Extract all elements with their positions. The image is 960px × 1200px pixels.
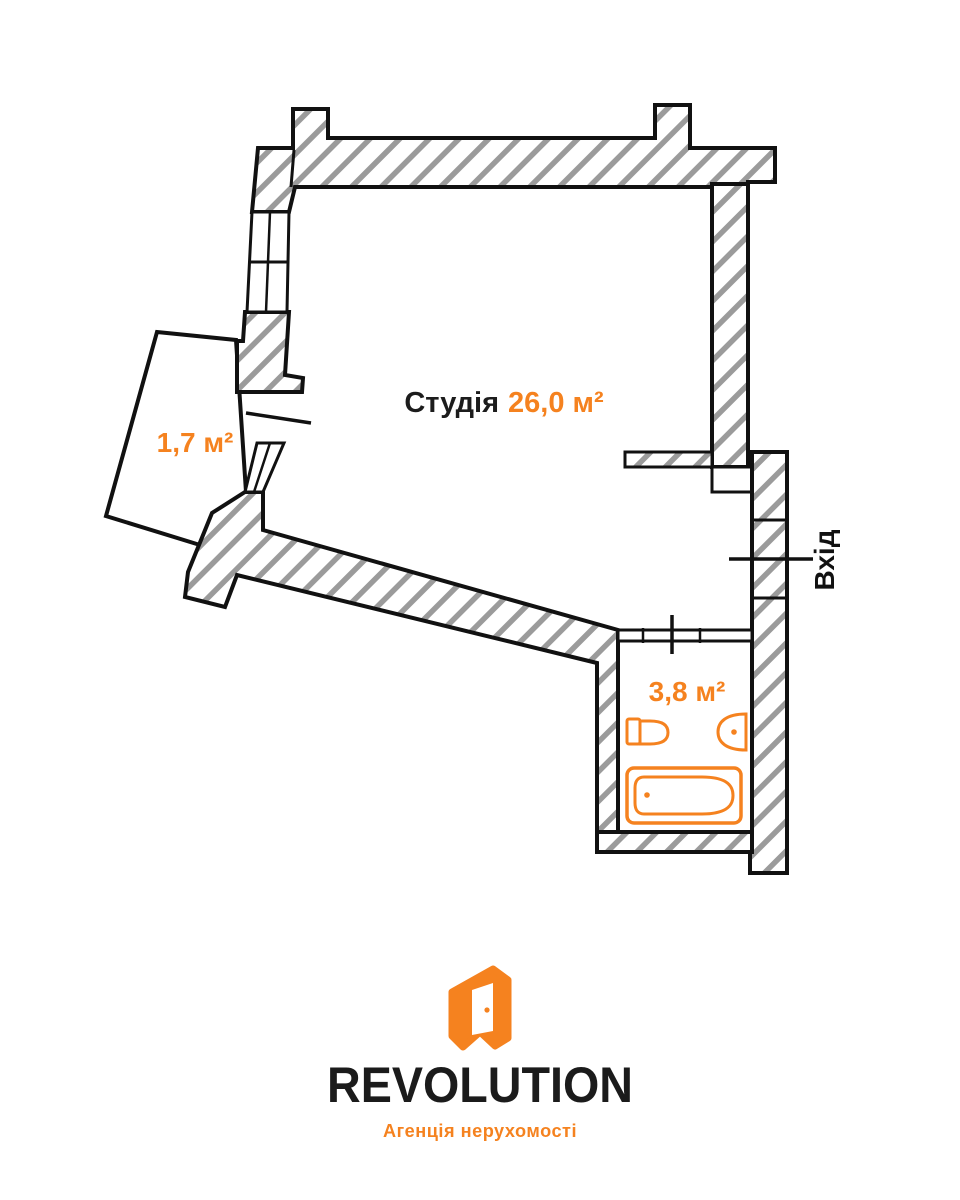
studio-label: Студія 26,0 м² <box>404 387 604 419</box>
studio-area-label: 26,0 м² <box>508 387 604 419</box>
wall-bathroom-bottom <box>595 830 754 854</box>
logo-door-icon <box>448 965 512 1051</box>
wall-bathroom-partition <box>616 628 754 643</box>
bathroom-area-label: 3,8 м² <box>649 676 726 707</box>
wall-joints <box>289 149 787 643</box>
sink-icon <box>716 712 748 752</box>
logo-tagline: Агенція нерухомості <box>383 1121 577 1141</box>
wall-left-pier <box>235 310 306 394</box>
wall-spur <box>623 450 714 469</box>
studio-name-label: Студія <box>404 387 499 419</box>
entrance-label: Вхід <box>809 529 840 590</box>
logo: REVOLUTION Агенція нерухомості <box>327 965 633 1141</box>
wall-right-upper <box>710 182 750 469</box>
balcony-door-line <box>245 411 312 425</box>
wall-right-lower <box>748 450 789 875</box>
logo-wordmark: REVOLUTION <box>327 1057 633 1113</box>
toilet-icon <box>625 717 670 746</box>
wall-top <box>249 103 777 214</box>
wall-bottom-sloped <box>182 490 620 834</box>
wall-notch <box>710 465 754 494</box>
balcony-area-label: 1,7 м² <box>157 427 234 458</box>
window-left <box>245 210 291 314</box>
window-balcony <box>243 441 287 494</box>
bathtub-icon <box>625 766 743 825</box>
